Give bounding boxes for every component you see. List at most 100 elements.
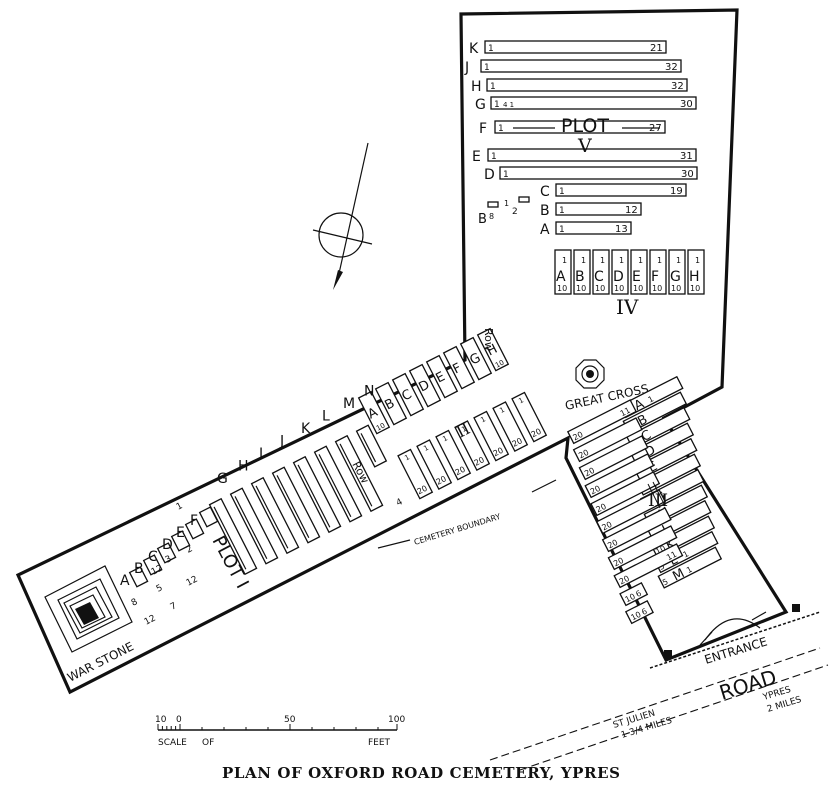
plot-ii-upper-row: H10 (476, 327, 510, 372)
svg-text:20: 20 (571, 430, 584, 443)
plot-v-row-last: 21 (650, 43, 663, 54)
plot-iv-row-letter: G (670, 269, 681, 285)
scale-of-label: OF (202, 738, 214, 748)
plot-ii-upper-row: B (374, 381, 408, 426)
plot-i-row-letter: C (148, 549, 158, 565)
svg-text:1: 1 (685, 565, 694, 575)
svg-text:10: 10 (624, 592, 637, 605)
small-row-b-box (487, 201, 499, 208)
plot-iv-row (630, 249, 648, 295)
plot-iv-row (611, 249, 629, 295)
plot-ii-upper-row: G (459, 336, 493, 381)
plot-iii-left-row: 20 (590, 471, 661, 517)
plot-v-row-letter: C (540, 184, 550, 200)
plot-v-row-last: 31 (680, 151, 693, 162)
plot-i-row-letter: N (364, 384, 374, 400)
plot-i-number: 8 (130, 597, 140, 609)
plot-iv-row-top: 1 (562, 256, 567, 265)
svg-text:1: 1 (682, 549, 691, 559)
plot-iv-row (592, 249, 610, 295)
svg-text:20: 20 (530, 427, 543, 440)
plot-iv-row-bottom: 10 (557, 284, 567, 293)
svg-text:1: 1 (498, 406, 506, 415)
plot-v-row (555, 183, 687, 197)
plot-i-number: 12 (143, 614, 158, 628)
svg-text:1: 1 (460, 425, 468, 434)
scale-tick-100: 100 (388, 715, 405, 725)
plot-i-row (208, 497, 258, 576)
plot-v-row-letter: G (475, 97, 486, 113)
plot-i-number: 2 (185, 544, 195, 556)
plot-iv-row (649, 249, 667, 295)
plot-iii-left-row: 20 (601, 507, 672, 553)
plot-iii-label: III (648, 491, 668, 511)
small-row-b-letter: B (478, 212, 487, 227)
plot-v-row-last: 30 (681, 169, 694, 180)
plot-v-row-letter: E (472, 149, 481, 165)
plot-i-number: 3 (164, 554, 174, 566)
plot-v-row-last: 12 (625, 205, 638, 216)
plot-i-row (271, 466, 321, 544)
plot-i-number: 1 (175, 501, 185, 513)
plot-iv-label: IV (616, 295, 639, 319)
plot-iv-row-top: 1 (676, 256, 681, 265)
plot-v-row-last: 30 (680, 99, 693, 110)
plot-v-row-letter: B (540, 203, 550, 219)
plot-ii-upper-row: F (442, 345, 476, 390)
svg-text:1: 1 (647, 394, 656, 404)
plot-ii-upper-row: D (408, 363, 442, 408)
plot-i-row-letter: D (162, 537, 173, 553)
svg-text:20: 20 (492, 446, 505, 459)
plot-v-row (487, 148, 697, 162)
plot-i-row-letter: J (279, 434, 284, 450)
plot-ii-lower-row: 120 (416, 439, 453, 490)
plot-i-row-letter: B (134, 561, 144, 577)
plot-v-row-first: 1 (503, 170, 509, 180)
plot-iii-left-row: 20 (572, 417, 643, 463)
plot-iv-row-letter: A (556, 269, 566, 285)
plot-iv-row-letter: B (575, 269, 585, 285)
plot-v-numeral: V (577, 135, 592, 157)
plot-v-row-letter: A (540, 222, 550, 238)
plot-ii-lower-row: 120 (454, 420, 491, 471)
svg-text:11: 11 (665, 550, 678, 563)
plot-v-row-letter: K (469, 41, 479, 57)
plot-i-row (334, 434, 384, 513)
plot-i-number: 7 (169, 601, 179, 613)
plot-v-row (490, 96, 697, 110)
plot-v-row-first: 1 (491, 152, 497, 162)
plot-ii-upper-row: C (391, 372, 425, 417)
svg-text:1: 1 (441, 434, 449, 443)
plot-iii-left-row: 20 (595, 489, 666, 535)
svg-text:10: 10 (375, 421, 387, 432)
plot-i-row-letter: G (217, 471, 228, 487)
cemetery-wall (15, 8, 789, 695)
plot-v-row-first: 1 (494, 100, 500, 110)
plot-ii-lower-row: 120 (435, 429, 472, 481)
plot-iv-row (668, 249, 686, 295)
plot-v-row-letter: H (471, 79, 482, 95)
svg-text:10: 10 (494, 358, 506, 369)
svg-text:20: 20 (511, 436, 524, 449)
plot-i-row (229, 487, 279, 565)
plot-i-row (292, 455, 342, 534)
road (489, 611, 829, 771)
plot-v-row-first: 1 (559, 206, 565, 216)
scale-tick-0: 0 (176, 715, 182, 725)
plot-i-row-letter: F (190, 513, 198, 529)
plot-i-number: 12 (185, 575, 200, 589)
plot-v-row (555, 221, 632, 235)
svg-text:20: 20 (612, 556, 625, 569)
plot-v-row (480, 59, 682, 73)
plot-iv-row-bottom: 10 (671, 284, 681, 293)
svg-text:20: 20 (589, 484, 602, 497)
boundary-leader-right (531, 479, 557, 493)
